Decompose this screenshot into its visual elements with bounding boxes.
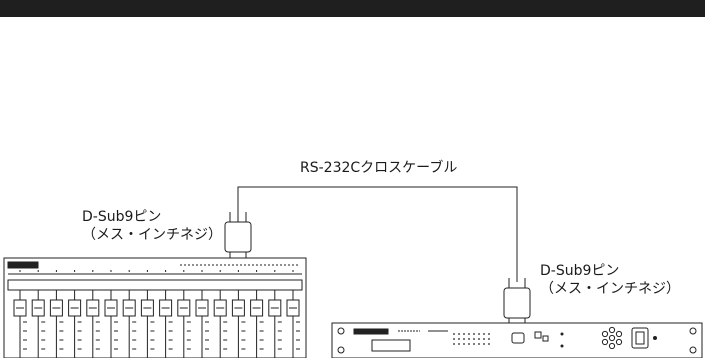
fader-channel [86,270,100,358]
fader-channel [250,270,264,358]
right-connector-spec: （メス・インチネジ） [540,280,680,297]
fader-controller-device [3,257,307,358]
header-bar [0,0,705,17]
rack-led-dot [488,338,490,340]
rack-unit-device [331,322,703,358]
rack-led-dot [468,343,470,345]
rack-led-dot [478,343,480,345]
fader-channel [140,270,155,358]
rack-led-dot [488,333,490,335]
knob-segment [601,338,609,346]
rack-led-dot [473,333,475,335]
rack-led-dot [453,333,455,335]
fader-channel [104,270,118,358]
right-connector-type: D-Sub9ピン [540,263,620,279]
rack-led-dot [468,338,470,340]
rack-led-dot [453,338,455,340]
left-connector-spec: （メス・インチネジ） [82,226,222,243]
fader-channel [213,270,228,358]
rack-led-dot [478,333,480,335]
rack-led-dot [458,333,460,335]
fader-channel [195,270,209,358]
knob-segment [615,330,623,338]
knob-segment [608,342,616,350]
fader-channel [68,270,82,358]
rack-led-dot [458,338,460,340]
rack-led-dot [463,333,465,335]
rack-led-dot [478,338,480,340]
left-connector-type: D-Sub9ピン [82,209,162,225]
fader-channel [177,270,191,358]
rack-led-dot [458,343,460,345]
fader-channel [122,270,137,358]
fader-channel [13,270,27,358]
knob-segment [615,338,623,346]
rack-led-dot [483,343,485,345]
rack-led-dot [468,333,470,335]
rack-led-dot [453,343,455,345]
rack-led-dot [473,343,475,345]
rack-led-dot [473,338,475,340]
cable-line [237,186,518,282]
rack-led-dot [463,343,465,345]
rack-led-dot [463,338,465,340]
rack-led-dot [488,343,490,345]
fader-channel [49,270,64,358]
left-connector-label: D-Sub9ピン （メス・インチネジ） [82,209,222,244]
knob-segment [608,326,616,334]
rack-led-dot [483,333,485,335]
fader-channel [231,270,246,358]
right-connector-label: D-Sub9ピン （メス・インチネジ） [540,263,680,298]
knob-segment [608,334,616,342]
fader-channel [31,270,46,358]
knob-segment [601,330,609,338]
right-connector-plug [503,278,531,324]
fader-channel [286,270,300,358]
cable-label: RS-232Cクロスケーブル [300,160,458,176]
fader-channel [268,270,282,358]
rack-led-dot [483,338,485,340]
fader-channel [159,270,173,358]
